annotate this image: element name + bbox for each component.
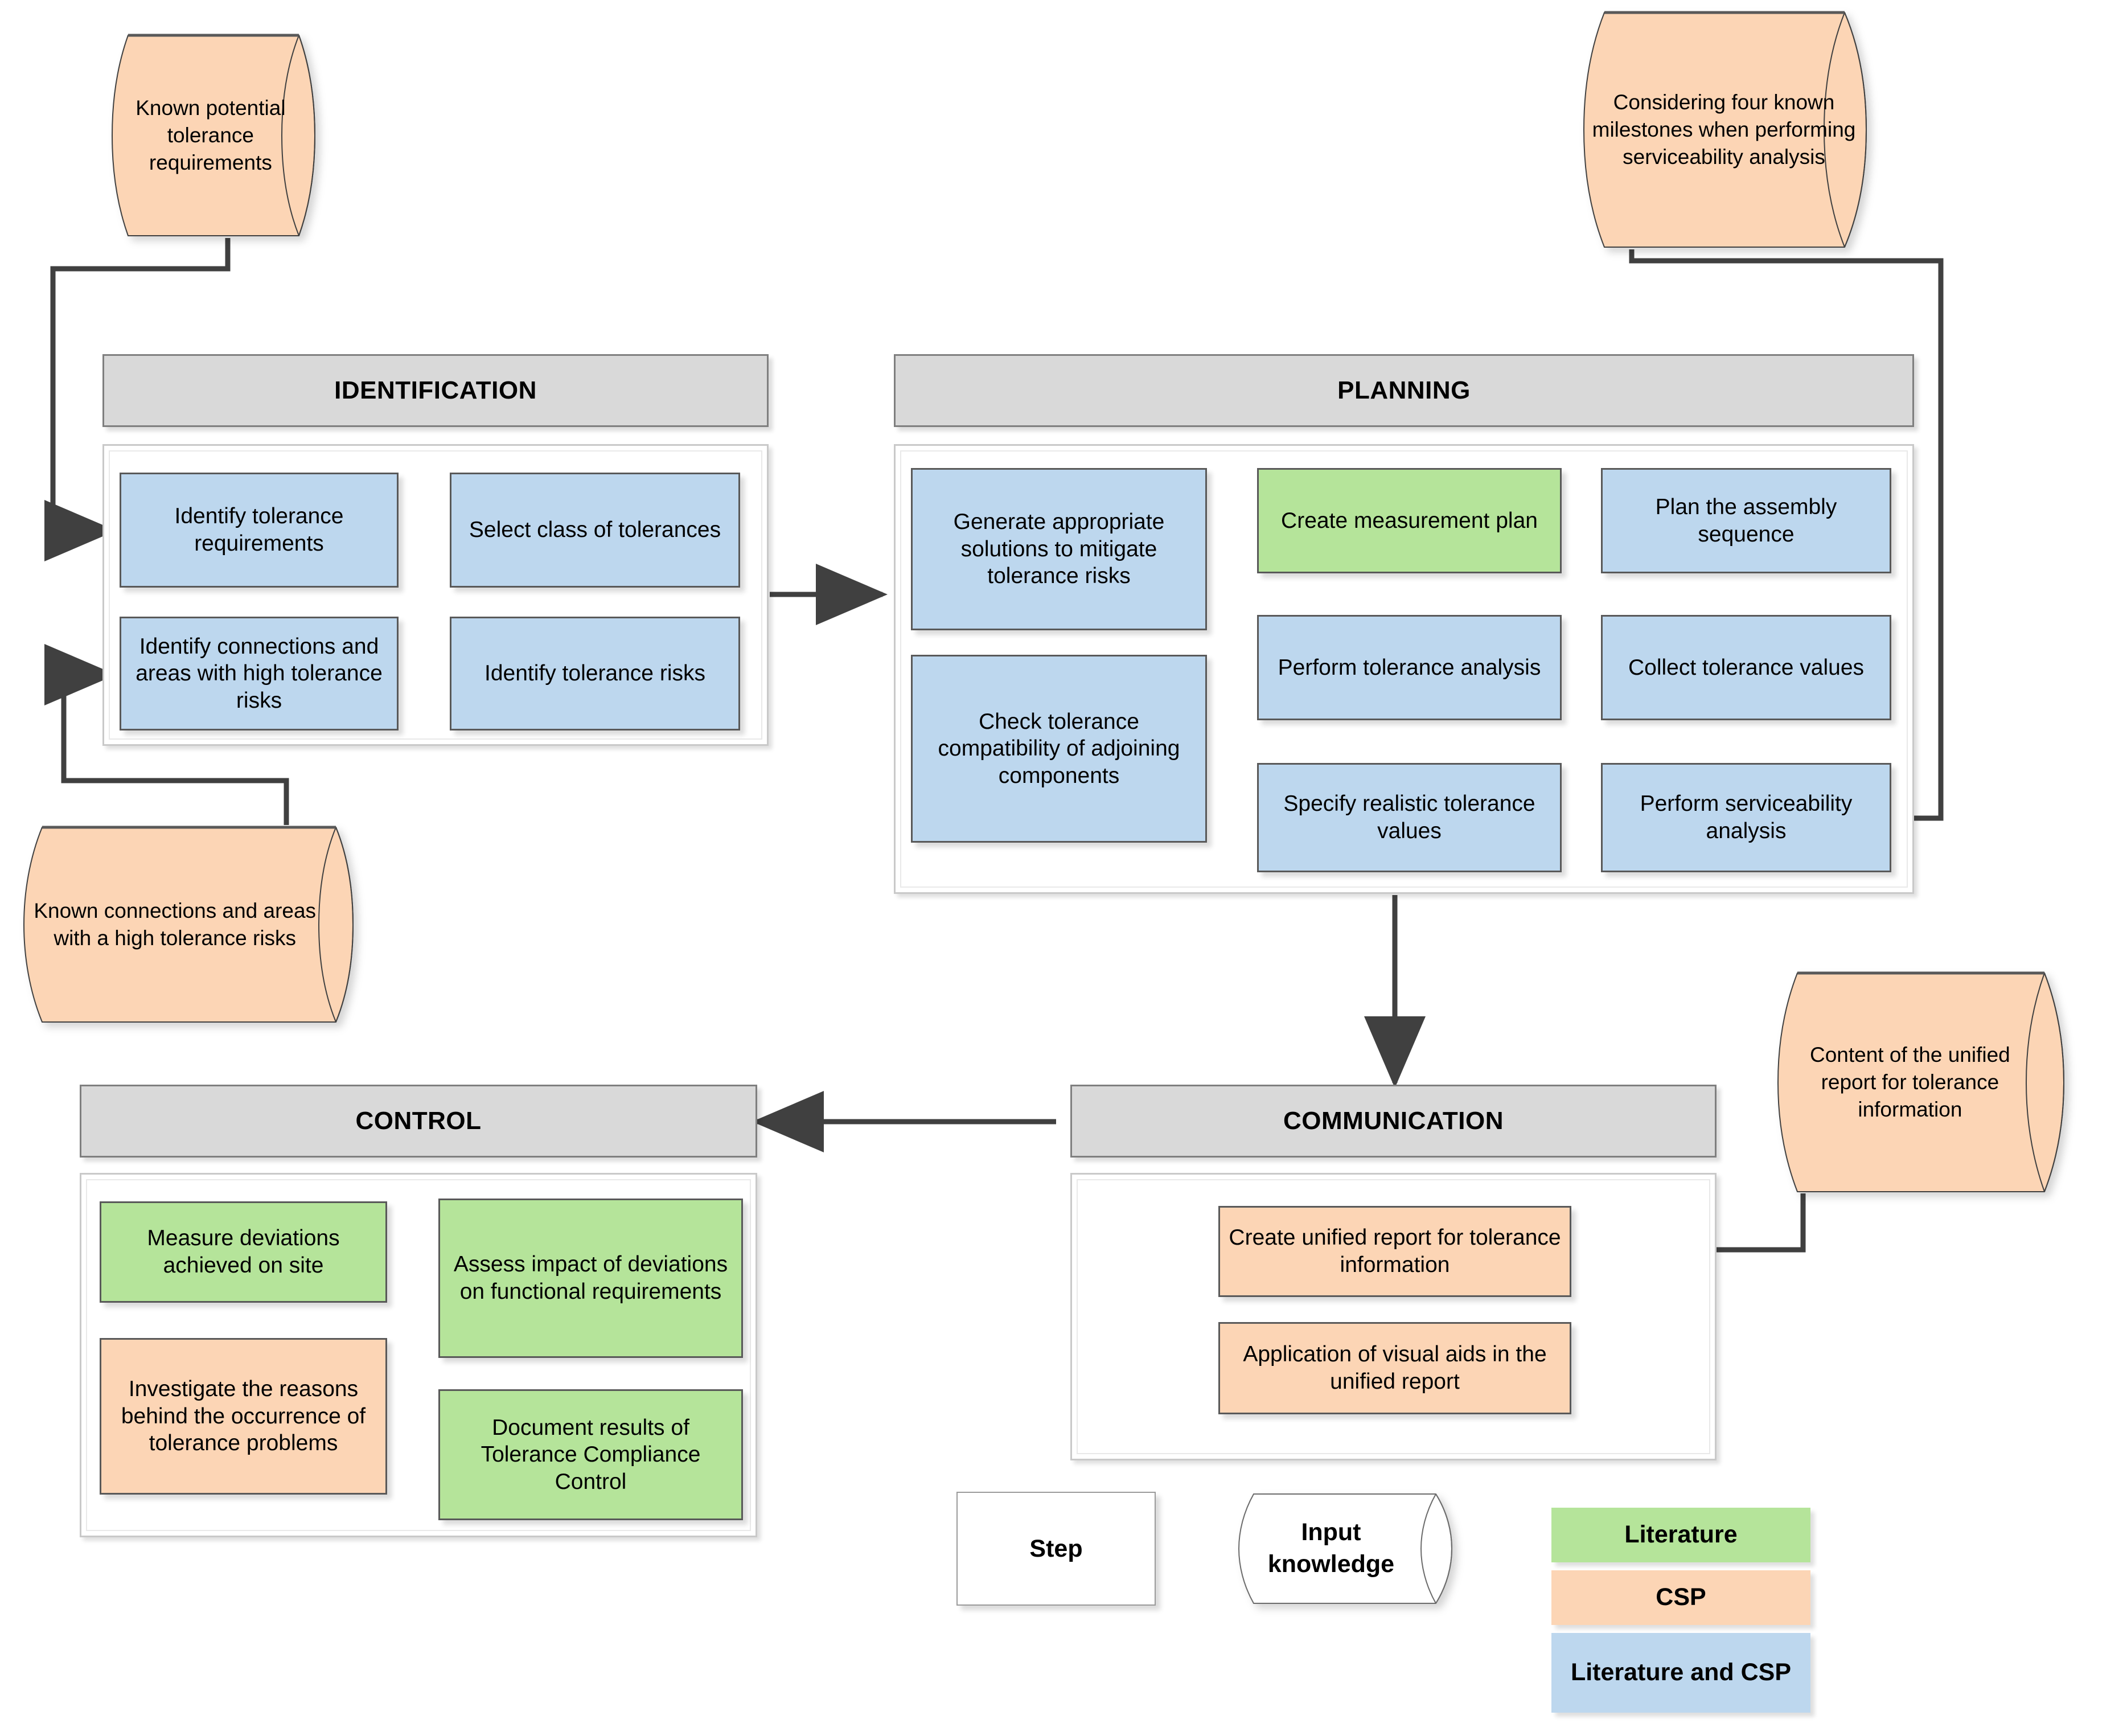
step-label: Generate appropriate solutions to mitiga…: [953, 510, 1165, 589]
step-identify-connections-high-risk[interactable]: Identify connections and areas with high…: [120, 617, 399, 730]
legend-swatch-label: Literature and CSP: [1570, 1659, 1792, 1686]
step-label: Investigate the reasons behind the occur…: [121, 1377, 366, 1456]
step-specify-realistic-tolerance-values[interactable]: Specify realistic tolerance values: [1257, 763, 1562, 872]
step-label: Perform serviceability analysis: [1640, 791, 1853, 843]
step-label: Check tolerance compatibility of adjoini…: [938, 709, 1180, 788]
legend-swatch-label: CSP: [1656, 1583, 1706, 1611]
legend-swatch-literature-and-csp: Literature and CSP: [1551, 1633, 1810, 1713]
step-label: Application of visual aids in the unifie…: [1243, 1342, 1547, 1394]
legend-swatch-csp: CSP: [1551, 1570, 1810, 1625]
phase-header-control: CONTROL: [80, 1085, 757, 1158]
step-select-class-of-tolerances[interactable]: Select class of tolerances: [450, 473, 740, 588]
step-label: Document results of Tolerance Compliance…: [481, 1415, 701, 1494]
step-measure-deviations-on-site[interactable]: Measure deviations achieved on site: [100, 1201, 387, 1303]
input-considering-four-known-milestones: Considering four known milestones when p…: [1577, 10, 1919, 249]
step-perform-serviceability-analysis[interactable]: Perform serviceability analysis: [1601, 763, 1891, 872]
step-identify-tolerance-risks[interactable]: Identify tolerance risks: [450, 617, 740, 730]
phase-inner-border: [900, 450, 1908, 888]
step-application-of-visual-aids[interactable]: Application of visual aids in the unifie…: [1218, 1322, 1571, 1414]
legend-input-knowledge-shape: Input knowledge: [1235, 1492, 1475, 1606]
phase-inner-border: [109, 450, 762, 740]
step-label: Plan the assembly sequence: [1655, 494, 1837, 547]
phase-inner-border: [86, 1179, 751, 1531]
legend-swatch-literature: Literature: [1551, 1508, 1810, 1562]
legend-step-label: Step: [1029, 1534, 1083, 1562]
step-generate-appropriate-solutions[interactable]: Generate appropriate solutions to mitiga…: [911, 468, 1207, 630]
step-label: Measure deviations achieved on site: [147, 1226, 340, 1278]
step-label: Collect tolerance values: [1628, 655, 1865, 680]
step-label: Identify connections and areas with high…: [135, 634, 383, 713]
step-label: Perform tolerance analysis: [1278, 655, 1541, 680]
step-create-unified-report[interactable]: Create unified report for tolerance info…: [1218, 1206, 1571, 1297]
phase-header-communication: COMMUNICATION: [1070, 1085, 1717, 1158]
step-check-tolerance-compatibility[interactable]: Check tolerance compatibility of adjoini…: [911, 655, 1207, 843]
phase-title: CONTROL: [355, 1107, 482, 1135]
input-known-potential-tolerance-requirements: Known potential tolerance requirements: [105, 33, 350, 238]
step-collect-tolerance-values[interactable]: Collect tolerance values: [1601, 615, 1891, 720]
step-assess-impact-of-deviations[interactable]: Assess impact of deviations on functiona…: [438, 1199, 743, 1358]
step-investigate-reasons[interactable]: Investigate the reasons behind the occur…: [100, 1338, 387, 1495]
step-plan-the-assembly-sequence[interactable]: Plan the assembly sequence: [1601, 468, 1891, 573]
step-label: Create unified report for tolerance info…: [1229, 1225, 1561, 1277]
phase-title: IDENTIFICATION: [334, 376, 537, 404]
input-content-of-unified-report: Content of the unified report for tolera…: [1772, 971, 2108, 1194]
step-label: Select class of tolerances: [469, 518, 721, 543]
step-label: Create measurement plan: [1281, 508, 1538, 533]
phase-header-identification: IDENTIFICATION: [102, 354, 769, 427]
legend-step-shape: Step: [956, 1492, 1156, 1606]
step-create-measurement-plan[interactable]: Create measurement plan: [1257, 468, 1562, 573]
step-label: Specify realistic tolerance values: [1283, 791, 1535, 843]
step-document-results[interactable]: Document results of Tolerance Compliance…: [438, 1389, 743, 1520]
phase-inner-border: [1077, 1179, 1710, 1454]
step-label: Identify tolerance requirements: [174, 504, 344, 556]
step-perform-tolerance-analysis[interactable]: Perform tolerance analysis: [1257, 615, 1562, 720]
phase-title: COMMUNICATION: [1283, 1107, 1504, 1135]
phase-title: PLANNING: [1337, 376, 1471, 404]
step-label: Assess impact of deviations on functiona…: [453, 1252, 728, 1304]
phase-header-planning: PLANNING: [894, 354, 1914, 427]
step-identify-tolerance-requirements[interactable]: Identify tolerance requirements: [120, 473, 399, 588]
step-label: Identify tolerance risks: [484, 661, 705, 686]
input-known-connections-and-areas: Known connections and areas with a high …: [17, 825, 393, 1024]
legend-swatch-label: Literature: [1624, 1521, 1738, 1549]
